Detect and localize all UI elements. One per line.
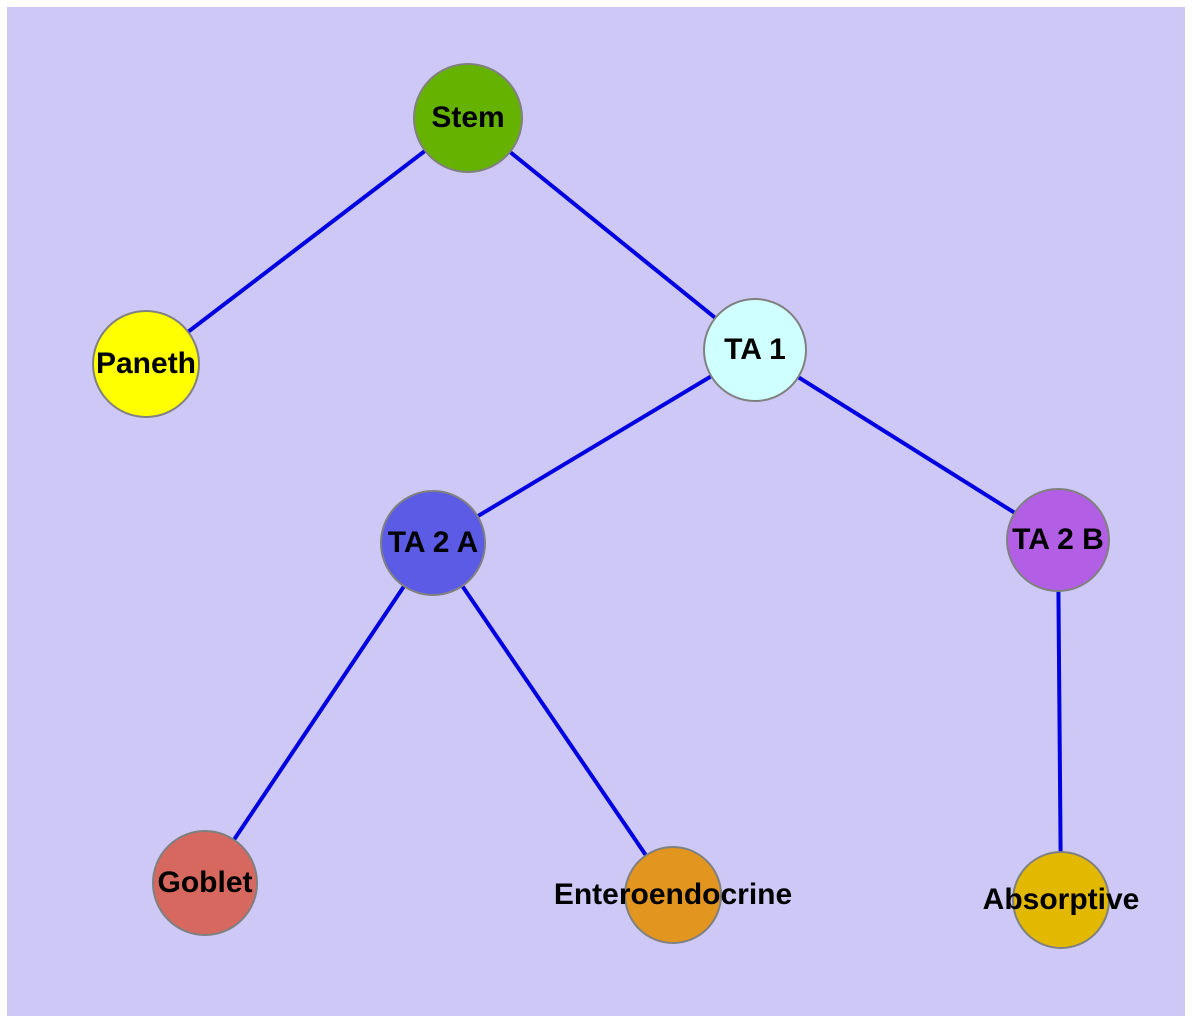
node-stem[interactable]: Stem bbox=[413, 63, 523, 173]
node-ta1[interactable]: TA 1 bbox=[703, 298, 807, 402]
edge-ta1-ta2a bbox=[431, 348, 757, 545]
node-enteroendocrine[interactable]: Enteroendocrine bbox=[554, 846, 792, 944]
node-label-ta1: TA 1 bbox=[724, 333, 786, 366]
node-label-ta2a: TA 2 A bbox=[387, 526, 479, 559]
node-label-enteroendocrine: Enteroendocrine bbox=[553, 878, 793, 911]
node-paneth[interactable]: Paneth bbox=[92, 310, 200, 418]
edge-ta2a-enteroendocrine bbox=[431, 541, 675, 897]
edge-stem-paneth bbox=[144, 116, 470, 366]
node-goblet[interactable]: Goblet bbox=[152, 830, 258, 936]
node-label-absorptive: Absorptive bbox=[982, 883, 1140, 916]
node-ta2a[interactable]: TA 2 A bbox=[380, 490, 486, 596]
edges-layer bbox=[144, 116, 1063, 901]
node-ta2b[interactable]: TA 2 B bbox=[1006, 488, 1110, 592]
node-absorptive[interactable]: Absorptive bbox=[983, 851, 1139, 949]
edge-stem-ta1 bbox=[466, 116, 757, 352]
node-label-paneth: Paneth bbox=[95, 347, 197, 380]
node-label-stem: Stem bbox=[431, 101, 505, 134]
edge-ta2b-absorptive bbox=[1056, 539, 1063, 901]
edge-ta1-ta2b bbox=[753, 348, 1060, 542]
edge-ta2a-goblet bbox=[203, 541, 435, 885]
node-label-goblet: Goblet bbox=[157, 866, 253, 899]
node-label-ta2b: TA 2 B bbox=[1012, 523, 1104, 556]
